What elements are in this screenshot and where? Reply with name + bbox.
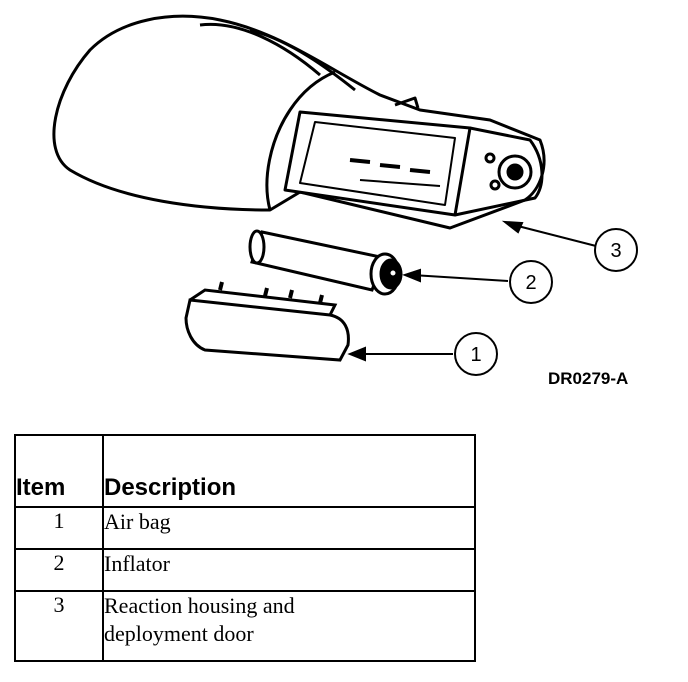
table-row: 3 Reaction housing and deployment door [14,590,476,662]
row-description: Inflator [102,548,476,592]
callout-2: 2 [509,260,553,304]
legend-table: Item Description 1 Air bag 2 Inflator 3 … [14,434,476,662]
callout-3-label: 3 [610,240,621,262]
inflator-drawing [248,229,403,296]
exploded-view-illustration: 3 2 1 [52,14,638,376]
row-description: Air bag [102,506,476,550]
figure-id-label: DR0279-A [548,369,629,388]
description-header: Description [102,434,476,508]
row-description-line: Reaction housing and [104,593,295,618]
callout-3: 3 [594,228,638,272]
row-description: Reaction housing and deployment door [102,590,476,662]
table-row: 1 Air bag [14,506,476,550]
callout-1-label: 1 [470,344,481,366]
legend-header-row: Item Description [14,434,476,508]
air-bag-drawing [184,281,350,362]
table-row: 2 Inflator [14,548,476,592]
item-header: Item [14,434,104,508]
row-description-line: deployment door [104,621,254,646]
leader-arrows [347,220,597,362]
reaction-housing-drawing [52,14,546,230]
callout-1: 1 [454,332,498,376]
callout-2-label: 2 [525,272,536,294]
row-item: 2 [14,548,104,592]
row-item: 1 [14,506,104,550]
row-item: 3 [14,590,104,662]
